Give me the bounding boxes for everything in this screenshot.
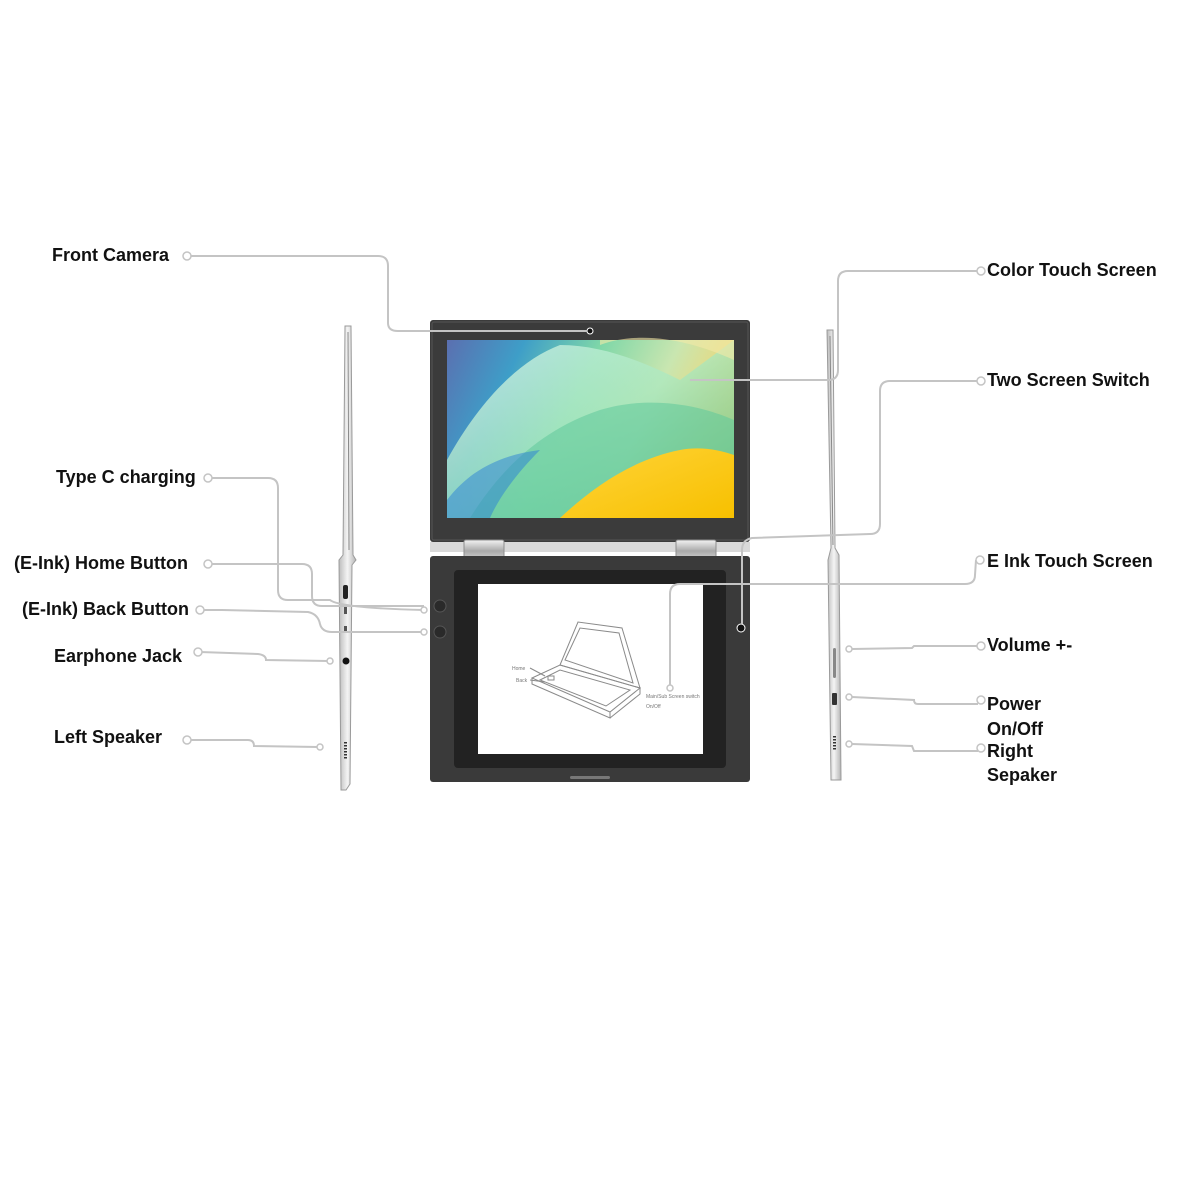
label-left-speaker: Left Speaker bbox=[54, 727, 163, 747]
label-power-line2: On/Off bbox=[987, 719, 1043, 739]
leader-dots bbox=[182, 251, 986, 753]
earphone-jack-icon bbox=[342, 657, 350, 665]
eink-sketch-back-label: Back bbox=[516, 678, 528, 684]
label-type-c-charging: Type C charging bbox=[56, 467, 196, 487]
eink-sketch-power-label: On/Off bbox=[646, 704, 661, 710]
back-button-side bbox=[344, 626, 347, 632]
power-switch bbox=[832, 693, 837, 705]
right-side-profile bbox=[826, 329, 842, 781]
lower-panel: Home Back Main/Sub Screen switch On/Off bbox=[430, 556, 750, 782]
home-button-side bbox=[344, 606, 347, 614]
label-right-speaker-line2: Sepaker bbox=[987, 765, 1058, 785]
left-side-profile bbox=[338, 325, 357, 791]
label-eink-touch-screen: E Ink Touch Screen bbox=[987, 551, 1153, 571]
two-screen-switch-icon bbox=[736, 623, 746, 633]
eink-back-button-icon bbox=[433, 625, 447, 639]
right-speaker-grille-icon bbox=[833, 736, 836, 750]
eink-sketch bbox=[529, 621, 642, 719]
label-earphone-jack: Earphone Jack bbox=[54, 646, 183, 666]
leader-lines bbox=[188, 255, 979, 752]
label-right-speaker-line1: Right bbox=[987, 741, 1033, 761]
label-eink-home-button: (E-Ink) Home Button bbox=[14, 553, 188, 573]
label-eink-back-button: (E-Ink) Back Button bbox=[22, 599, 190, 619]
eink-home-button-icon bbox=[433, 599, 447, 613]
label-front-camera: Front Camera bbox=[52, 245, 170, 265]
left-speaker-grille-icon bbox=[344, 742, 347, 759]
eink-sketch-switch-label: Main/Sub Screen switch bbox=[646, 694, 700, 700]
label-color-touch-screen: Color Touch Screen bbox=[987, 260, 1157, 280]
label-power-line1: Power bbox=[987, 694, 1042, 714]
type-c-port bbox=[343, 585, 348, 599]
volume-rocker bbox=[833, 648, 836, 678]
upper-panel bbox=[430, 320, 750, 542]
label-two-screen-switch: Two Screen Switch bbox=[987, 370, 1150, 390]
eink-sketch-home-label: Home bbox=[512, 666, 526, 672]
color-touch-screen bbox=[447, 337, 734, 518]
label-volume: Volume +- bbox=[987, 635, 1073, 655]
front-camera-icon bbox=[586, 327, 594, 335]
